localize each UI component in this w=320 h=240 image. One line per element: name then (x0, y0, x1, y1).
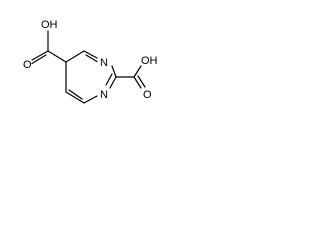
bond-n1-c2 (111, 65, 117, 78)
atom-n-lower: N (100, 89, 108, 101)
bond-c2-n3 (109, 76, 117, 89)
atom-n-upper: N (100, 57, 108, 69)
bond-n-c6 (83, 95, 98, 104)
bond-c6-c5-inner (68, 89, 83, 100)
atom-oh-top: OH (41, 19, 58, 31)
atom-o-right: O (143, 89, 152, 101)
bond-carboxyl-o (31, 50, 49, 61)
bond-carboxyl2-o (133, 76, 142, 89)
bond-c4-n3-inner (85, 54, 98, 63)
molecule-diagram: OH O N N O OH (23, 19, 158, 104)
bond-c4-n3 (83, 50, 98, 59)
bond-c5-carboxyl (47, 50, 67, 63)
bond-carboxyl-o-double (31, 54, 47, 65)
ring-bonds (65, 50, 117, 104)
bond-carboxyl2-o-double (137, 75, 146, 88)
bond-c6-c5 (65, 91, 85, 104)
right-carboxyl-group (115, 65, 146, 89)
bond-c2-n3-inner (105, 73, 113, 86)
atom-o-top: O (23, 59, 32, 71)
top-carboxyl-group (31, 30, 67, 65)
atom-oh-right: OH (141, 55, 158, 67)
bond-carboxyl2-oh (133, 65, 142, 78)
bond-c5-c4 (65, 50, 85, 63)
